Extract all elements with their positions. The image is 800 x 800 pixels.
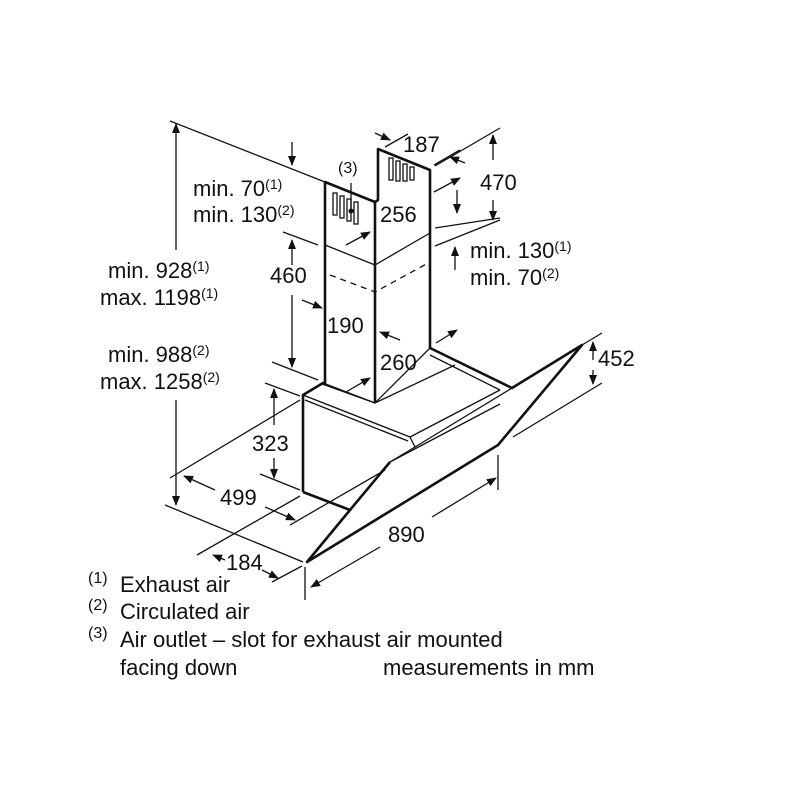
dim-470: 470 bbox=[480, 170, 517, 195]
dim-top-gap-2: min. 130(2) bbox=[193, 202, 295, 227]
legend-text-2: Circulated air bbox=[120, 599, 250, 624]
dim-452: 452 bbox=[598, 346, 635, 371]
dim-190: 190 bbox=[327, 313, 364, 338]
dim-890: 890 bbox=[388, 522, 425, 547]
legend: (1) Exhaust air (2) Circulated air (3) A… bbox=[88, 570, 595, 680]
dim-height-circulated-min: min. 988(2) bbox=[108, 342, 210, 367]
legend-mark-1: (1) bbox=[88, 570, 108, 587]
dim-lower-gap-1: min. 130(1) bbox=[470, 238, 572, 263]
dim-184: 184 bbox=[226, 550, 263, 575]
legend-text-3: Air outlet – slot for exhaust air mounte… bbox=[120, 627, 503, 652]
units-note: measurements in mm bbox=[383, 655, 595, 680]
dim-187: 187 bbox=[403, 132, 440, 157]
dim-height-circulated-max: max. 1258(2) bbox=[100, 369, 220, 394]
dim-top-gap-1: min. 70(1) bbox=[193, 176, 282, 201]
legend-mark-2: (2) bbox=[88, 597, 108, 614]
dimension-lines bbox=[164, 120, 603, 600]
dim-323: 323 bbox=[252, 431, 289, 456]
callout-3: (3) bbox=[338, 160, 358, 177]
hood-outline bbox=[301, 147, 584, 564]
legend-text-1: Exhaust air bbox=[120, 572, 230, 597]
vent-slots-right bbox=[388, 157, 415, 182]
dim-lower-gap-2: min. 70(2) bbox=[470, 265, 559, 290]
dim-460: 460 bbox=[270, 263, 307, 288]
vent-slots-left bbox=[332, 192, 359, 225]
dim-260: 260 bbox=[380, 350, 417, 375]
dim-height-exhaust-min: min. 928(1) bbox=[108, 258, 210, 283]
dim-height-exhaust-max: max. 1198(1) bbox=[100, 285, 218, 310]
dim-499: 499 bbox=[220, 485, 257, 510]
dim-256: 256 bbox=[380, 202, 417, 227]
legend-text-3-cont: facing down bbox=[120, 655, 237, 680]
legend-mark-3: (3) bbox=[88, 625, 108, 642]
